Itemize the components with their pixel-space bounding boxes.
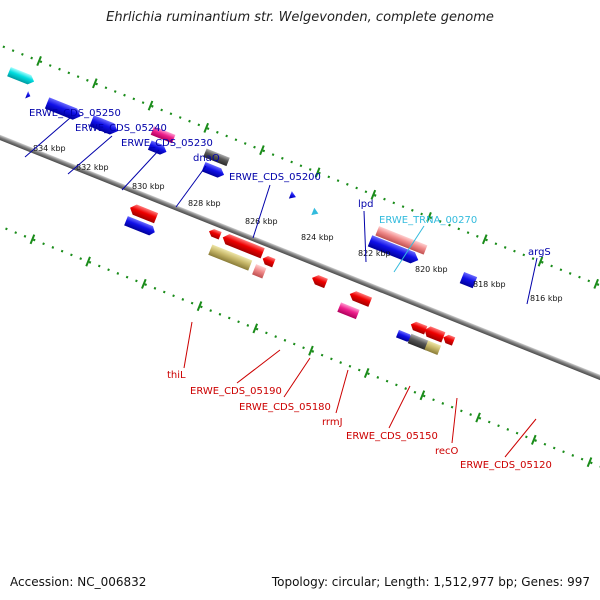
feature-erwe-cds-05120-c[interactable]: [442, 333, 456, 346]
label-erwe-cds-05240[interactable]: ERWE_CDS_05240: [75, 123, 167, 134]
forward-strand-features[interactable]: [0, 66, 485, 289]
tick-label: 828 kbp: [188, 199, 221, 208]
leader-line: [363, 210, 367, 263]
top-labels: ERWE_CDS_05250 ERWE_CDS_05240 ERWE_CDS_0…: [24, 108, 551, 305]
reverse-strand-features[interactable]: [122, 196, 460, 358]
feature-args[interactable]: [375, 226, 428, 255]
label-thil[interactable]: thiL: [167, 370, 186, 381]
feature-erwe-cds-05230[interactable]: [89, 115, 119, 137]
feature-rrmj[interactable]: [261, 255, 276, 268]
feature-erwe-cds-05240[interactable]: [44, 97, 83, 122]
leader-line: [67, 135, 113, 175]
label-erwe-trna-00270[interactable]: ERWE_TRNA_00270: [379, 215, 477, 226]
feature-erwe-cds-05120-b[interactable]: [423, 325, 446, 343]
label-reco[interactable]: recO: [435, 446, 459, 457]
map-title: Ehrlichia ruminantium str. Welgevonden, …: [106, 10, 494, 25]
leader-line: [526, 257, 538, 305]
accession-text: Accession: NC_006832: [10, 575, 147, 589]
genome-backbone: [0, 93, 600, 437]
feature-thil[interactable]: [128, 203, 159, 224]
feature-erwe-cds-05180[interactable]: [221, 232, 265, 259]
leader-line: [451, 397, 458, 444]
feature-dnaq[interactable]: [150, 126, 176, 144]
genome-summary-text: Topology: circular; Length: 1,512,977 bp…: [271, 575, 590, 589]
feature-erwe-trna-00270[interactable]: [311, 207, 320, 218]
label-erwe-cds-05200[interactable]: ERWE_CDS_05200: [229, 172, 321, 183]
label-erwe-cds-05150[interactable]: ERWE_CDS_05150: [346, 431, 438, 442]
feature-reco-b[interactable]: [337, 302, 360, 320]
tick-label: 822 kbp: [358, 249, 391, 258]
feature-erwe-cds-05190[interactable]: [208, 228, 222, 240]
tick-label: 824 kbp: [301, 233, 334, 242]
inner-tick-ring: [0, 171, 600, 512]
tick-label: 834 kbp: [33, 144, 66, 153]
label-args[interactable]: argS: [528, 247, 551, 258]
tick-label: 832 kbp: [76, 163, 109, 172]
label-rrmj[interactable]: rrmJ: [322, 417, 343, 428]
leader-line: [252, 184, 271, 239]
leader-line: [335, 369, 349, 414]
leader-line: [24, 117, 71, 158]
bottom-labels: thiL ERWE_CDS_05190 ERWE_CDS_05180 rrmJ …: [167, 321, 552, 471]
label-erwe-cds-05190[interactable]: ERWE_CDS_05190: [190, 386, 282, 397]
feature-right-edge[interactable]: [459, 271, 478, 289]
feature-erwe-cds-05120[interactable]: [409, 320, 428, 335]
tick-labels: 834 kbp 832 kbp 830 kbp 828 kbp 826 kbp …: [33, 144, 563, 303]
feature-args-b[interactable]: [367, 235, 421, 265]
label-lpd[interactable]: lpd: [358, 199, 373, 210]
tick-label: 816 kbp: [530, 294, 563, 303]
feature-thil-b[interactable]: [124, 216, 156, 237]
label-erwe-cds-05230[interactable]: ERWE_CDS_05230: [121, 138, 213, 149]
feature-erwe-cds-05250[interactable]: [7, 66, 36, 86]
label-erwe-cds-05180[interactable]: ERWE_CDS_05180: [239, 402, 331, 413]
label-erwe-cds-05120[interactable]: ERWE_CDS_05120: [460, 460, 552, 471]
leader-line: [388, 385, 411, 429]
leader-line: [504, 418, 537, 458]
label-dnaq[interactable]: dnaQ: [193, 153, 220, 164]
leader-line: [236, 349, 281, 384]
feature-erwe-cds-05120-e[interactable]: [407, 333, 430, 351]
inner-major-ticks: [29, 234, 593, 468]
feature-dnaq-b[interactable]: [147, 140, 168, 156]
outer-tick-ring: [0, 15, 600, 356]
feature-erwe-cds-05240-a[interactable]: [25, 91, 32, 100]
leader-line: [393, 225, 425, 273]
feature-erwe-cds-05120-f[interactable]: [424, 340, 442, 355]
feature-rrmj-b[interactable]: [252, 264, 267, 279]
leader-line: [183, 321, 193, 369]
label-erwe-cds-05250[interactable]: ERWE_CDS_05250: [29, 108, 121, 119]
outer-major-ticks: [36, 56, 599, 289]
tick-label: 820 kbp: [415, 265, 448, 274]
feature-erwe-cds-05200-b[interactable]: [201, 162, 226, 179]
feature-erwe-cds-05120-d[interactable]: [396, 329, 414, 343]
tick-label: 826 kbp: [245, 217, 278, 226]
tick-label: 830 kbp: [132, 182, 165, 191]
feature-erwe-cds-05180-b[interactable]: [208, 244, 253, 271]
leader-line: [175, 165, 207, 208]
leader-line: [283, 357, 311, 398]
feature-reco[interactable]: [348, 289, 373, 307]
feature-erwe-cds-05200[interactable]: [203, 148, 230, 167]
feature-lpd[interactable]: [288, 191, 298, 201]
feature-erwe-cds-05150[interactable]: [310, 273, 328, 289]
leader-line: [121, 149, 160, 191]
tick-label: 818 kbp: [473, 280, 506, 289]
